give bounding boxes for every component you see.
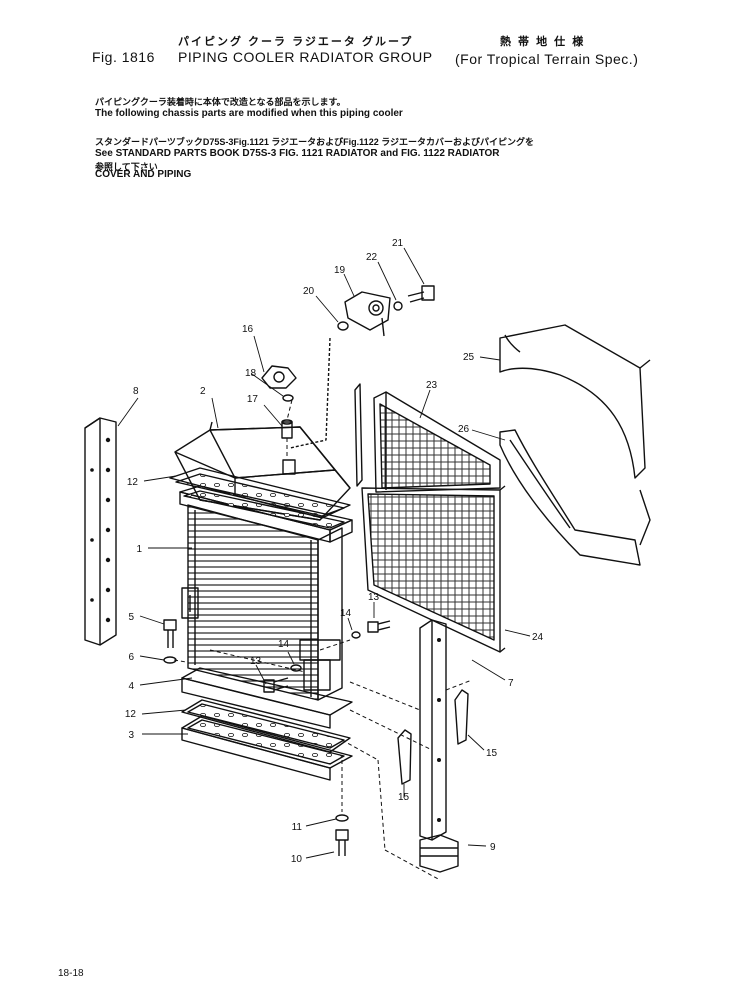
part-26-shroud-seal [499,429,651,566]
part-12-lower-gasket [181,699,351,753]
spec-label: (For Tropical Terrain Spec.) [455,51,639,67]
part-25-fan-shroud [499,324,651,479]
callout-13-upper: 13 [368,592,380,603]
note-jp-1: パイピングクーラ装着時に本体で改造となる部品を示します。 [95,97,346,107]
part-14-washer-a [290,664,302,672]
japanese-title: パイピング クーラ ラジエータ グループ [178,36,414,48]
part-16-radiator-cap [261,365,297,389]
part-13-bolt-a [263,677,289,693]
callout-20: 20 [303,286,315,297]
part-9-mount-block [419,834,459,873]
callout-4: 4 [128,681,134,692]
note-line-4: See STANDARD PARTS BOOK D75S-3 FIG. 1121… [95,148,500,159]
page-number: 18-18 [58,968,84,979]
part-3-lower-flange [181,715,353,781]
part-7-right-side-frame [419,619,447,841]
callout-25: 25 [463,352,475,363]
leader-lines [117,247,531,859]
part-4-lower-tank [181,667,353,729]
callout-5: 5 [128,612,134,623]
callout-26: 26 [458,424,470,435]
callout-16: 16 [242,324,254,335]
callout-8: 8 [133,386,139,397]
note-line-2: The following chassis parts are modified… [95,108,403,119]
callout-6: 6 [128,652,134,663]
callout-14-lower: 14 [278,639,290,650]
part-24-lower-screen [361,485,506,653]
callout-15-left: 15 [398,792,410,803]
part-18-cap-gasket [282,394,294,402]
callout-15-right: 15 [486,748,498,759]
part-13-bolt-b [367,620,391,633]
callout-13-lower: 13 [250,656,262,667]
part-5-bolt [163,619,177,648]
part-23-upper-screen [354,383,501,493]
callout-24: 24 [532,632,544,643]
callout-9: 9 [490,842,496,853]
callout-14-upper: 14 [340,608,352,619]
callout-12-upper: 12 [127,477,139,488]
part-22-washer [393,301,403,311]
japanese-spec: 熱 帯 地 仕 様 [500,36,586,48]
callout-19: 19 [334,265,346,276]
part-15-clip-b [397,729,412,785]
callout-12-lower: 12 [125,709,137,720]
callout-21: 21 [392,238,404,249]
part-20-elbow [289,321,349,449]
part-10-bolt [335,829,349,856]
callout-1: 1 [136,544,142,555]
callout-18: 18 [245,368,257,379]
part-14-washer-b [351,631,361,639]
part-15-clip-a [454,689,469,745]
page-title: PIPING COOLER RADIATOR GROUP [178,49,433,65]
note-jp-5: 参照して下さい [95,162,158,172]
part-8-left-side-frame [84,417,117,646]
note-line-6: COVER AND PIPING [95,169,192,180]
part-17-filler-neck [281,419,293,439]
note-jp-3: スタンダードパーツブックD75S-3Fig.1121 ラジエータおよびFig.1… [95,137,535,147]
part-19-mounting-bracket [344,291,391,337]
assembly-lines [173,399,473,881]
callout-labels: 1 2 3 4 5 6 7 8 9 10 11 12 12 13 13 14 1… [125,238,544,865]
callout-2: 2 [200,386,206,397]
callout-10: 10 [291,854,303,865]
fig-label: Fig. 1816 [92,49,155,65]
callout-22: 22 [366,252,378,263]
callout-3: 3 [128,730,134,741]
part-21-bolt [407,285,435,303]
part-1-radiator-core [181,504,343,701]
callout-11: 11 [292,822,303,833]
callout-7: 7 [508,678,514,689]
callout-23: 23 [426,380,438,391]
callout-17: 17 [247,394,259,405]
part-11-washer [335,814,349,822]
